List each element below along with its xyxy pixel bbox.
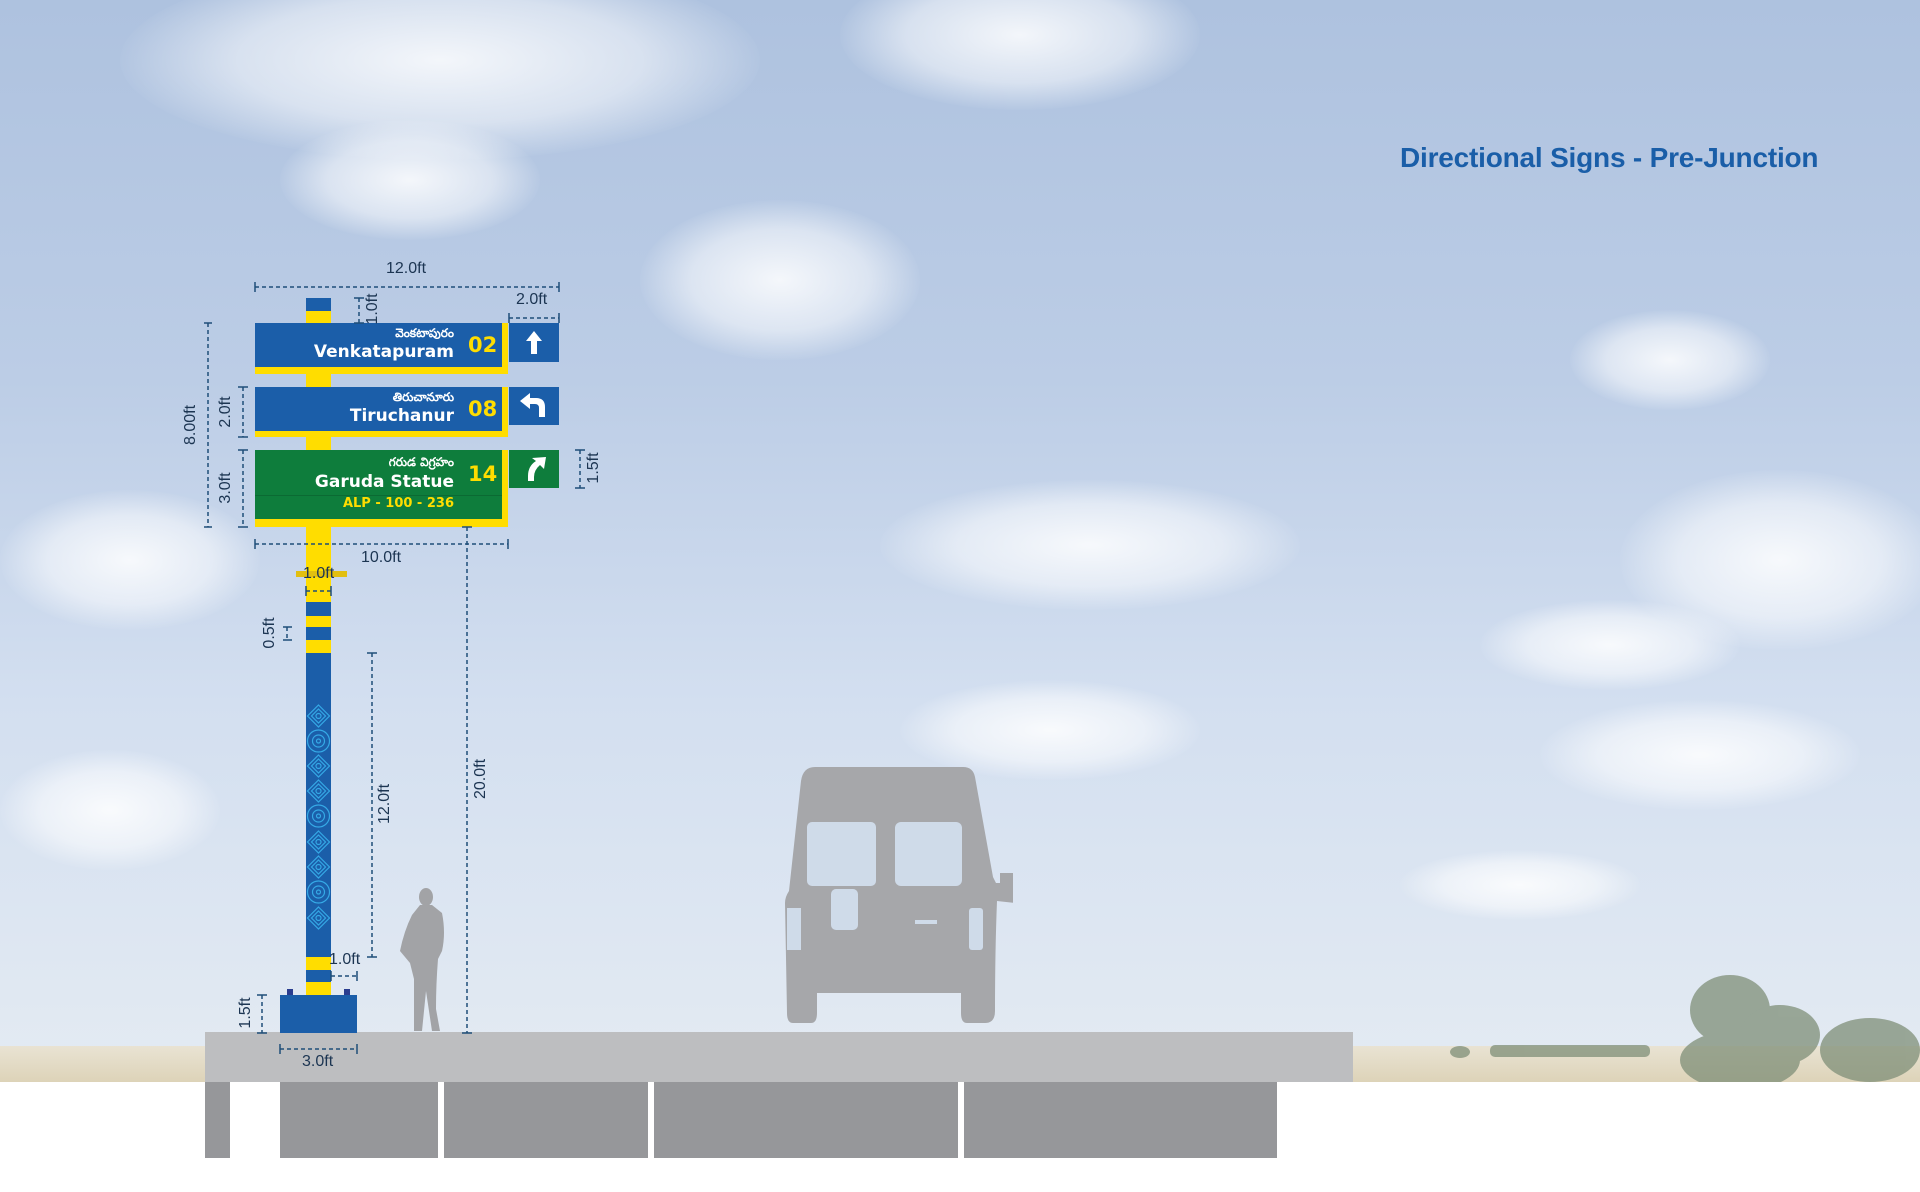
dim-label-arrow-panel-width: 2.0ft <box>516 291 548 308</box>
dimension-lines <box>204 282 585 1054</box>
van-silhouette <box>785 767 1013 1023</box>
foundation-block <box>444 1082 648 1158</box>
arrow-panel-straight <box>509 323 559 362</box>
dim-label-cap-height: 1.0ft <box>364 293 381 325</box>
dim-label-total-height: 20.0ft <box>472 758 489 800</box>
dim-label-sign-stack-height: 8.00ft <box>182 404 199 446</box>
person-silhouette <box>400 888 444 1031</box>
sign-destination-name: Tiruchanur <box>349 406 454 426</box>
dim-label-board-width: 10.0ft <box>361 549 402 566</box>
sign-distance: 02 <box>468 333 498 357</box>
dim-label-large-board-height: 3.0ft <box>217 472 234 504</box>
page-title: Directional Signs - Pre-Junction <box>1400 142 1819 173</box>
sign-board-garuda-statue: గరుడ విగ్రహం Garuda Statue ALP - 100 - 2… <box>255 450 508 527</box>
sign-destination-name: Garuda Statue <box>314 472 454 492</box>
straight-arrow-icon <box>526 331 542 354</box>
turn-left-arrow-icon <box>520 393 545 417</box>
trees-illustration <box>1450 975 1920 1082</box>
dim-label-base-height: 1.5ft <box>237 997 254 1029</box>
pole-base <box>280 995 357 1033</box>
foundation-block <box>205 1082 230 1158</box>
sign-distance: 08 <box>468 397 498 421</box>
sign-distance: 14 <box>468 462 498 486</box>
arrow-panel-right <box>509 450 559 488</box>
arrow-panel-left <box>509 387 559 425</box>
road-platform <box>205 1032 1353 1082</box>
sign-code: ALP - 100 - 236 <box>342 496 454 511</box>
sign-telugu-text: వెంకటాపురం <box>395 326 454 340</box>
sign-board-tiruchanur: తిరుచానూరు Tiruchanur 08 <box>255 387 508 437</box>
turn-right-arrow-icon <box>528 457 546 481</box>
sign-telugu-text: గరుడ విగ్రహం <box>388 455 454 469</box>
dim-label-overall-width: 12.0ft <box>386 260 427 277</box>
foundation-block <box>964 1082 1277 1158</box>
dim-label-pole-width-bottom: 1.0ft <box>329 951 361 968</box>
dim-label-pole-width: 1.0ft <box>303 565 335 582</box>
foundation-block <box>654 1082 958 1158</box>
dim-label-base-width: 3.0ft <box>302 1053 334 1070</box>
pole-ornament-pattern <box>306 704 331 930</box>
sign-telugu-text: తిరుచానూరు <box>392 390 454 404</box>
dim-label-board-height: 2.0ft <box>217 396 234 428</box>
sign-board-venkatapuram: వెంకటాపురం Venkatapuram 02 <box>255 323 508 374</box>
dim-label-pole-pattern-height: 12.0ft <box>376 783 393 825</box>
dim-label-arrow-panel-height: 1.5ft <box>585 452 602 484</box>
sign-destination-name: Venkatapuram <box>313 342 454 362</box>
foundation-block <box>280 1082 438 1158</box>
dim-label-stripe-height: 0.5ft <box>261 617 278 649</box>
field-left <box>0 1046 205 1082</box>
